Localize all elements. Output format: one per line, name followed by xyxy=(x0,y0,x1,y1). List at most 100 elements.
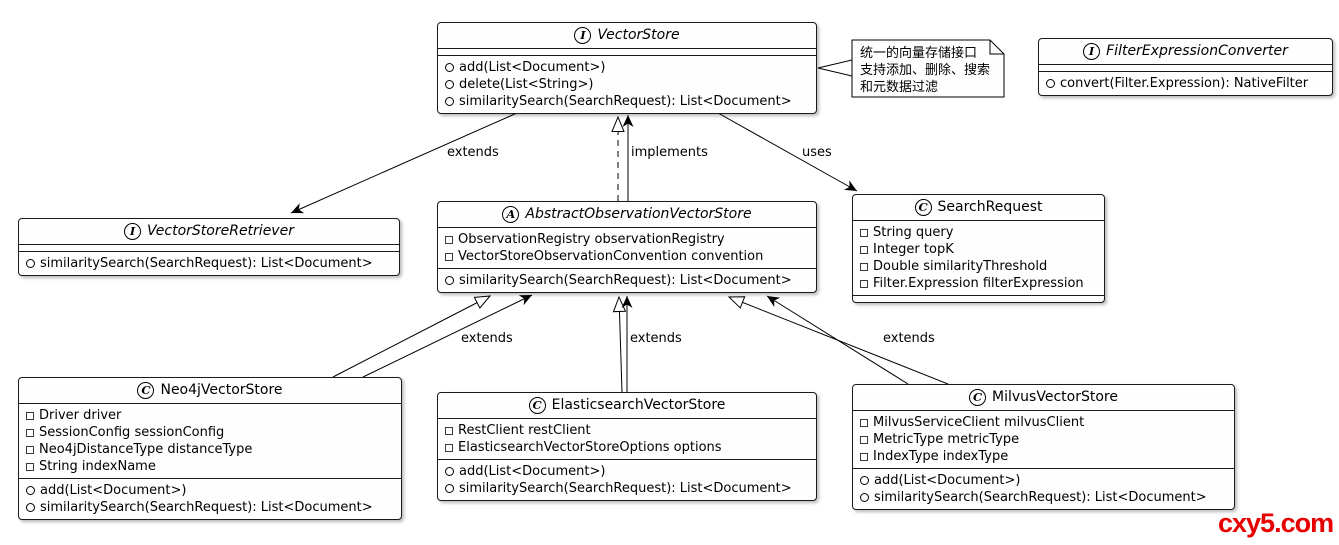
edge-label-implements: implements xyxy=(631,145,708,160)
field-row: RestClient restClient xyxy=(445,422,810,439)
field-label: Filter.Expression filterExpression xyxy=(873,276,1084,291)
method-marker-icon xyxy=(860,476,869,485)
class-box-filterexpressionconverter: I FilterExpressionConverter convert(Filt… xyxy=(1038,38,1333,96)
class-header: I VectorStoreRetriever xyxy=(19,219,399,244)
class-name: VectorStoreRetriever xyxy=(147,223,294,239)
class-box-abstractobservationvectorstore: A AbstractObservationVectorStore Observa… xyxy=(437,201,817,293)
method-row: convert(Filter.Expression): NativeFilter xyxy=(1046,75,1326,92)
edge-elasticsearch-generalization xyxy=(612,295,627,393)
method-label: delete(List<String>) xyxy=(459,77,594,92)
interface-icon: I xyxy=(1083,43,1101,60)
field-row: String query xyxy=(860,224,1098,241)
class-box-elasticsearchvectorstore: C ElasticsearchVectorStore RestClient re… xyxy=(437,392,817,501)
methods-compartment: convert(Filter.Expression): NativeFilter xyxy=(1039,71,1332,95)
class-name: SearchRequest xyxy=(937,199,1043,215)
method-row: delete(List<String>) xyxy=(445,76,810,93)
class-icon: C xyxy=(528,397,546,414)
method-marker-icon xyxy=(26,486,35,495)
note-line: 和元数据过滤 xyxy=(860,80,939,95)
interface-icon: I xyxy=(124,223,142,240)
field-label: Double similarityThreshold xyxy=(873,259,1048,274)
method-marker-icon xyxy=(1046,79,1055,88)
method-marker-icon xyxy=(445,276,454,285)
field-label: ElasticsearchVectorStoreOptions options xyxy=(458,440,722,455)
field-marker-icon xyxy=(860,229,868,237)
method-row: similaritySearch(SearchRequest): List<Do… xyxy=(445,480,810,497)
method-row: add(List<Document>) xyxy=(445,59,810,76)
field-row: Neo4jDistanceType distanceType xyxy=(26,441,395,458)
field-marker-icon xyxy=(445,444,453,452)
class-box-milvusvectorstore: C MilvusVectorStore MilvusServiceClient … xyxy=(852,384,1235,510)
method-row: add(List<Document>) xyxy=(860,472,1228,489)
class-box-searchrequest: C SearchRequest String query Integer top… xyxy=(852,194,1105,303)
class-name: FilterExpressionConverter xyxy=(1106,43,1288,59)
methods-compartment: add(List<Document>) similaritySearch(Sea… xyxy=(853,468,1234,509)
field-marker-icon xyxy=(26,463,34,471)
field-marker-icon xyxy=(860,246,868,254)
class-header: C Neo4jVectorStore xyxy=(19,378,401,403)
field-marker-icon xyxy=(26,429,34,437)
field-marker-icon xyxy=(860,263,868,271)
method-marker-icon xyxy=(445,484,454,493)
method-label: similaritySearch(SearchRequest): List<Do… xyxy=(40,500,373,515)
class-box-neo4jvectorstore: C Neo4jVectorStore Driver driver Session… xyxy=(18,377,402,520)
field-marker-icon xyxy=(860,436,868,444)
edge-label-extends: extends xyxy=(630,331,682,346)
method-label: similaritySearch(SearchRequest): List<Do… xyxy=(459,94,792,109)
watermark: cxy5.com xyxy=(1218,508,1334,538)
edge-label-uses: uses xyxy=(802,145,832,160)
class-icon: C xyxy=(137,382,155,399)
field-label: Integer topK xyxy=(873,242,954,257)
method-marker-icon xyxy=(860,493,869,502)
fields-compartment xyxy=(19,244,399,251)
class-header: A AbstractObservationVectorStore xyxy=(438,202,816,227)
field-marker-icon xyxy=(26,412,34,420)
fields-compartment: Driver driver SessionConfig sessionConfi… xyxy=(19,403,401,478)
field-marker-icon xyxy=(445,236,453,244)
field-row: Driver driver xyxy=(26,407,395,424)
fields-compartment xyxy=(1039,64,1332,71)
class-icon: C xyxy=(969,389,987,406)
method-row: add(List<Document>) xyxy=(26,482,395,499)
field-row: Double similarityThreshold xyxy=(860,258,1098,275)
method-row: similaritySearch(SearchRequest): List<Do… xyxy=(26,255,393,272)
field-label: Neo4jDistanceType distanceType xyxy=(39,442,253,457)
fields-compartment: ObservationRegistry observationRegistry … xyxy=(438,227,816,268)
field-marker-icon xyxy=(445,427,453,435)
field-row: MetricType metricType xyxy=(860,431,1228,448)
method-label: add(List<Document>) xyxy=(40,483,187,498)
methods-compartment: add(List<Document>) similaritySearch(Sea… xyxy=(19,478,401,519)
field-row: SessionConfig sessionConfig xyxy=(26,424,395,441)
note-fold-icon xyxy=(989,40,1004,55)
class-box-vectorstore: I VectorStore add(List<Document>) delete… xyxy=(437,22,817,114)
field-label: IndexType indexType xyxy=(873,449,1009,464)
method-label: similaritySearch(SearchRequest): List<Do… xyxy=(40,256,373,271)
method-marker-icon xyxy=(26,259,35,268)
method-marker-icon xyxy=(445,467,454,476)
field-marker-icon xyxy=(860,453,868,461)
class-name: ElasticsearchVectorStore xyxy=(551,397,726,413)
field-row: ObservationRegistry observationRegistry xyxy=(445,231,810,248)
method-label: similaritySearch(SearchRequest): List<Do… xyxy=(874,490,1207,505)
method-marker-icon xyxy=(445,97,454,106)
edge-label-extends: extends xyxy=(883,331,935,346)
field-label: ObservationRegistry observationRegistry xyxy=(458,232,725,247)
field-row: ElasticsearchVectorStoreOptions options xyxy=(445,439,810,456)
field-marker-icon xyxy=(445,253,453,261)
field-marker-icon xyxy=(26,446,34,454)
class-name: VectorStore xyxy=(597,27,680,43)
method-row: similaritySearch(SearchRequest): List<Do… xyxy=(445,272,810,289)
note-connector-wedge xyxy=(817,59,853,77)
edge-extends-vectorstoreretriever xyxy=(290,112,518,214)
class-header: C SearchRequest xyxy=(853,195,1104,220)
field-label: MilvusServiceClient milvusClient xyxy=(873,415,1085,430)
methods-compartment xyxy=(853,295,1104,302)
field-row: Integer topK xyxy=(860,241,1098,258)
fields-compartment: RestClient restClient ElasticsearchVecto… xyxy=(438,418,816,459)
fields-compartment: String query Integer topK Double similar… xyxy=(853,220,1104,295)
note-line: 统一的向量存储接口 xyxy=(860,46,978,61)
method-row: similaritySearch(SearchRequest): List<Do… xyxy=(445,93,810,110)
field-label: Driver driver xyxy=(39,408,122,423)
class-name: AbstractObservationVectorStore xyxy=(525,206,752,222)
